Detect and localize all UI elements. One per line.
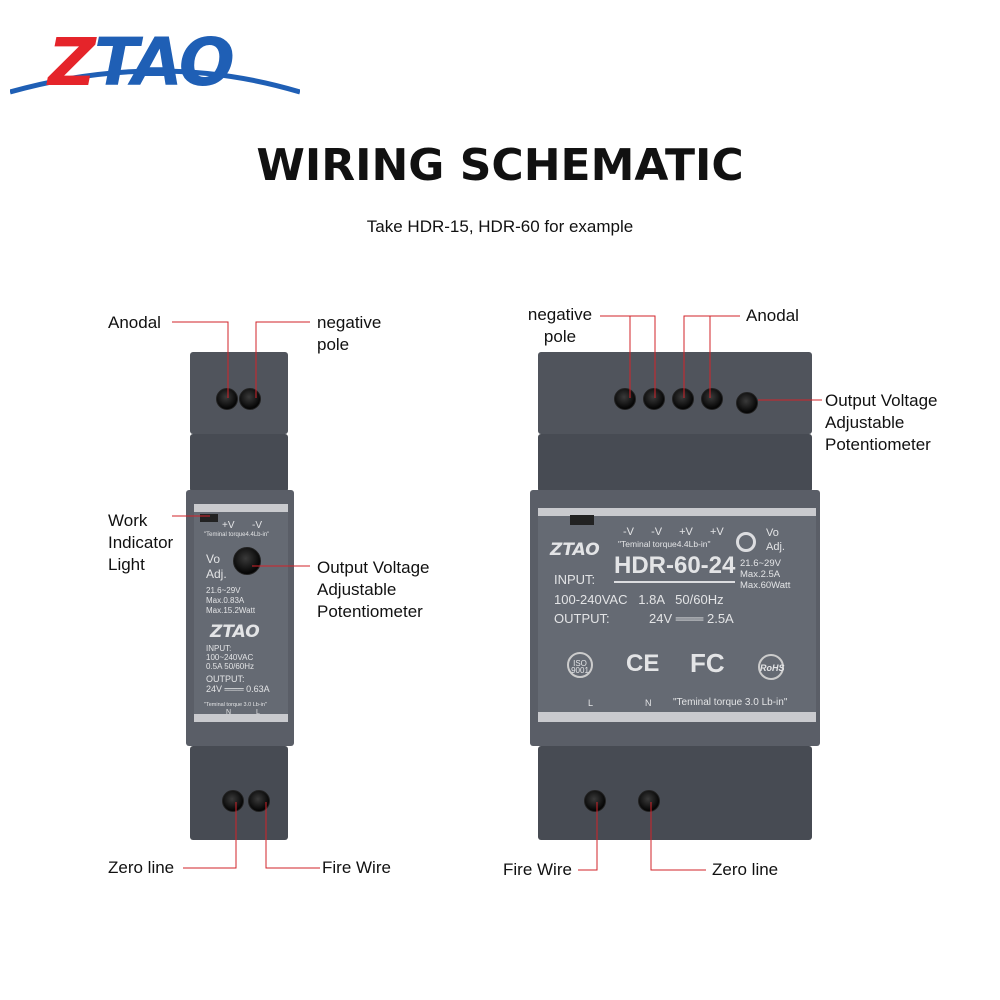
label-fire-wire-large: Fire Wire [503, 860, 572, 879]
n-label: N [226, 709, 232, 716]
hdr-60-device: -V -V +V +V "Teminal torque4.4Lb-in" ZTA… [530, 352, 820, 840]
ce-icon: CE [626, 650, 660, 677]
fc-icon: FC [690, 648, 725, 678]
panel-brand: ZTAO [550, 540, 600, 560]
page-subtitle: Take HDR-15, HDR-60 for example [366, 217, 634, 236]
minus-v: -V [252, 520, 262, 531]
output-spec: 24V ═══ 2.5A [649, 611, 734, 626]
terminal-screw [584, 790, 606, 812]
torque-bottom: "Teminal torque 3.0 Lb-in" [673, 697, 788, 708]
label-negative-pole-large: negative pole [527, 305, 593, 346]
ztao-logo: ZTAO [10, 24, 300, 101]
label-zero-line-small: Zero line [108, 858, 175, 877]
terminal-screw [614, 388, 636, 410]
torque-top: "Teminal torque4.4Lb-in" [204, 532, 270, 538]
label-anodal-small: Anodal [108, 313, 161, 332]
l-label: L [256, 709, 260, 716]
input-spec: 100-240VAC 1.8A 50/60Hz [554, 592, 724, 607]
plus-v: +V [222, 520, 235, 531]
n-label: N [645, 698, 652, 708]
page-title: WIRING SCHEMATIC [256, 140, 744, 191]
model-number: HDR-60-24 [614, 552, 736, 583]
terminal-screw [701, 388, 723, 410]
label-anodal-large: Anodal [746, 306, 799, 325]
torque-bottom: "Teminal torque 3.0 Lb-in" [204, 702, 267, 708]
label-negative-pole-small: negative pole [317, 313, 382, 354]
output-spec: OUTPUT:24V ═══ 0.63A [206, 674, 270, 694]
terminal-screw [216, 388, 238, 410]
hdr-15-device: +V -V "Teminal torque4.4Lb-in" Vo Adj. 2… [186, 352, 294, 840]
terminal-screw [248, 790, 270, 812]
work-indicator-light [570, 515, 594, 525]
output-label: OUTPUT: [554, 611, 610, 626]
label-fire-wire-small: Fire Wire [322, 858, 391, 877]
terminal-screw [638, 790, 660, 812]
label-potentiometer-large: Output Voltage Adjustable Potentiometer [825, 391, 938, 454]
potentiometer-knob[interactable] [233, 547, 261, 575]
input-label: INPUT: [554, 572, 596, 587]
l-label: L [588, 698, 594, 708]
label-work-indicator-light: Work Indicator Light [108, 511, 174, 574]
vo-label: Vo [206, 552, 221, 566]
torque-top: "Teminal torque4.4Lb-in" [618, 539, 711, 549]
label-potentiometer-small: Output Voltage Adjustable Potentiometer [317, 558, 430, 621]
terminal-screw [222, 790, 244, 812]
terminal-screw [672, 388, 694, 410]
terminal-screw [643, 388, 665, 410]
terminal-labels: -V -V +V +V [623, 526, 724, 538]
label-zero-line-large: Zero line [712, 860, 779, 879]
adj-label: Adj. [206, 567, 227, 581]
work-indicator-light [200, 514, 218, 522]
terminal-screw [239, 388, 261, 410]
panel-brand: ZTAO [210, 622, 260, 642]
rohs-icon: RoHS [758, 654, 785, 680]
potentiometer-knob[interactable] [736, 392, 758, 414]
adj-dial-icon [736, 532, 756, 552]
iso-9001-icon: ISO 9001 [567, 652, 593, 678]
